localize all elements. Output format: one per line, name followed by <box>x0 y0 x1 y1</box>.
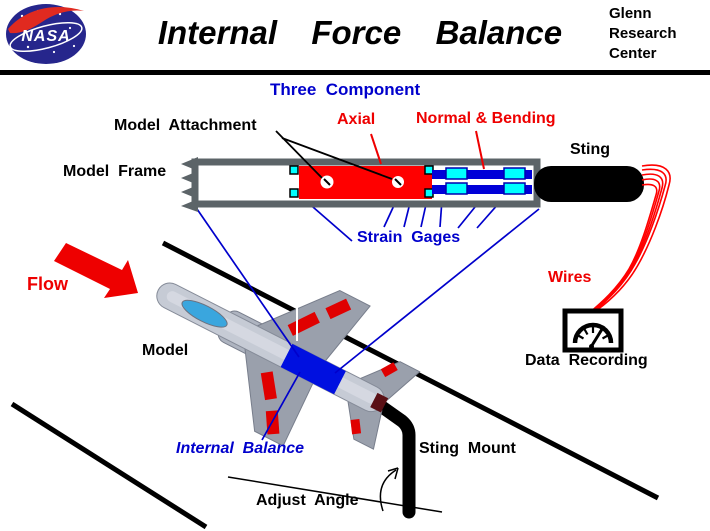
label-flow: Flow <box>27 274 68 294</box>
label-internal-balance: Internal Balance <box>176 440 305 457</box>
projection-lines <box>196 185 540 441</box>
nasa-logo-text: NASA <box>21 28 70 45</box>
model-frame-break-edge <box>181 157 198 212</box>
wires-bundle <box>588 164 671 314</box>
label-axial: Axial <box>337 111 376 128</box>
org-line: Research <box>609 25 677 42</box>
org-line: Glenn <box>609 5 652 22</box>
bending-beam-upper <box>432 170 532 179</box>
label-normal-bending: Normal & Bending <box>416 110 556 127</box>
label-data-recording: Data Recording <box>525 352 648 369</box>
bending-beam-lower <box>432 185 532 194</box>
sting-rod <box>534 166 644 202</box>
nasa-logo-icon: NASA <box>4 2 88 66</box>
angle-indicator <box>227 467 443 513</box>
page-title: Internal Force Balance <box>157 14 563 51</box>
label-adjust-angle: Adjust Angle <box>256 492 359 509</box>
header-divider <box>0 70 710 75</box>
label-model: Model <box>142 342 189 359</box>
aircraft-canopy <box>181 299 228 328</box>
label-sting-mount: Sting Mount <box>419 440 516 457</box>
label-three-component: Three Component <box>270 80 421 99</box>
axial-element <box>299 166 432 199</box>
balance-drawing <box>181 157 644 212</box>
aircraft-model <box>156 282 421 450</box>
callout-lines <box>275 130 485 180</box>
corner-gages <box>289 165 434 198</box>
label-strain-gages: Strain Gages <box>357 229 461 246</box>
internal-balance-block <box>280 343 346 395</box>
aircraft-exhaust <box>370 392 389 413</box>
label-model-frame: Model Frame <box>63 163 167 180</box>
tunnel-wall-line-lower <box>10 401 208 530</box>
org-name: Glenn Research Center <box>609 4 677 64</box>
label-wires: Wires <box>548 269 592 286</box>
gauge-icon <box>562 308 624 353</box>
label-sting: Sting <box>570 141 610 158</box>
flow-arrow-icon <box>54 243 138 298</box>
org-line: Center <box>609 45 657 62</box>
sting-mount-strut <box>331 369 416 519</box>
strain-gage-patches <box>445 167 526 195</box>
label-model-attachment: Model Attachment <box>114 117 257 134</box>
